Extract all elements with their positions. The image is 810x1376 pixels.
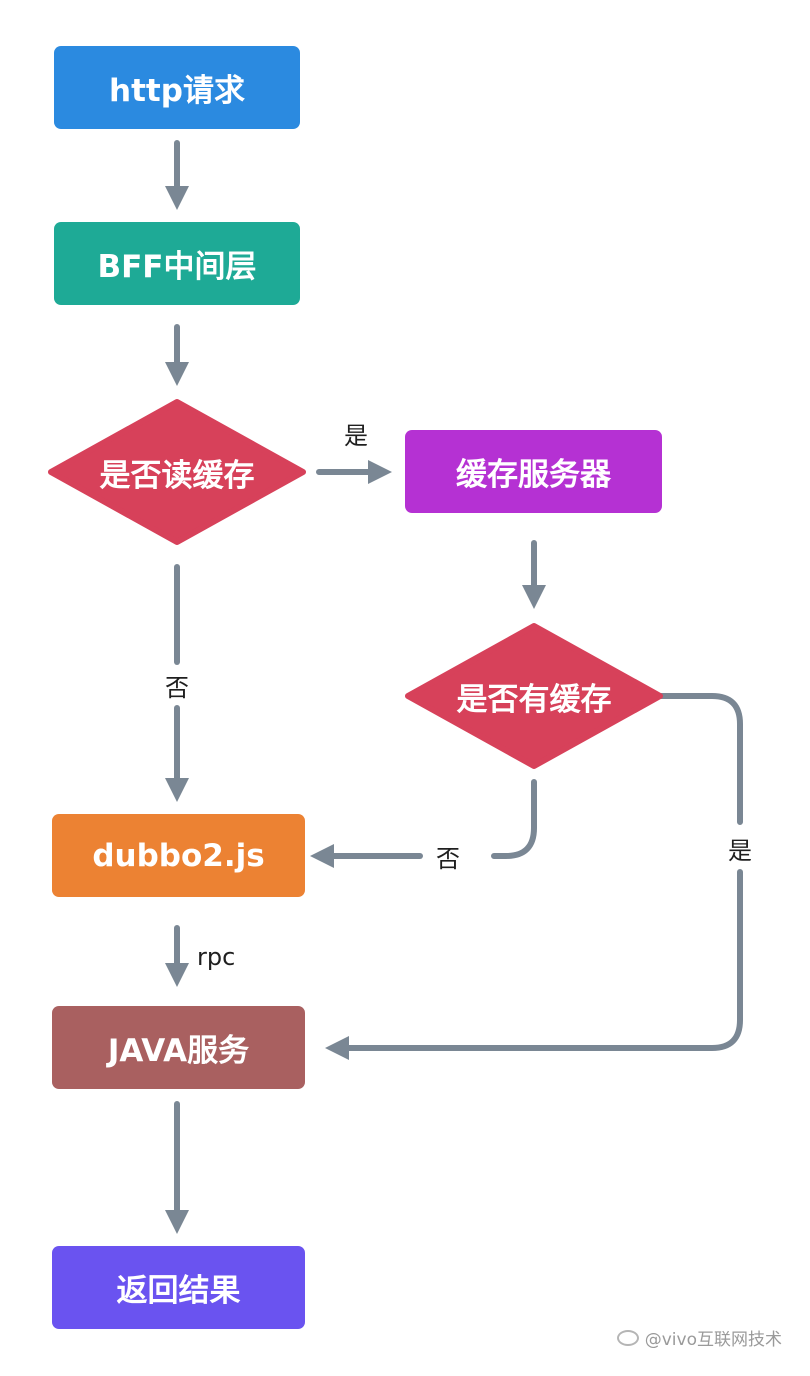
has-cache-decision-label: 是否有缓存	[456, 681, 612, 718]
java-service-node: JAVA服务	[52, 1006, 305, 1089]
has-cache-diamond	[405, 623, 663, 769]
return-result-node: 返回结果	[52, 1246, 305, 1329]
edge-has-cache-to-java-b	[325, 869, 743, 1060]
http-request-node: http请求	[54, 46, 300, 129]
edge-has-cache-to-java-a	[656, 693, 743, 825]
has-cache-no-label: 否	[428, 839, 468, 873]
wechat-icon	[616, 1329, 639, 1346]
read-cache-decision-label: 是否读缓存	[99, 457, 255, 494]
dubbo-node: dubbo2.js	[52, 814, 305, 897]
read-cache-yes-label: 是	[336, 416, 376, 450]
cache-server-node: 缓存服务器	[405, 430, 662, 513]
rpc-label: rpc	[197, 940, 247, 974]
watermark-text: @vivo互联网技术	[644, 1330, 782, 1350]
watermark: @vivo互联网技术	[616, 1325, 782, 1350]
read-cache-diamond	[48, 399, 306, 545]
edge-has-cache-to-dubbo-a	[491, 779, 537, 859]
read-cache-no-label: 否	[157, 668, 197, 702]
has-cache-yes-label: 是	[719, 830, 761, 866]
bff-node: BFF中间层	[54, 222, 300, 305]
